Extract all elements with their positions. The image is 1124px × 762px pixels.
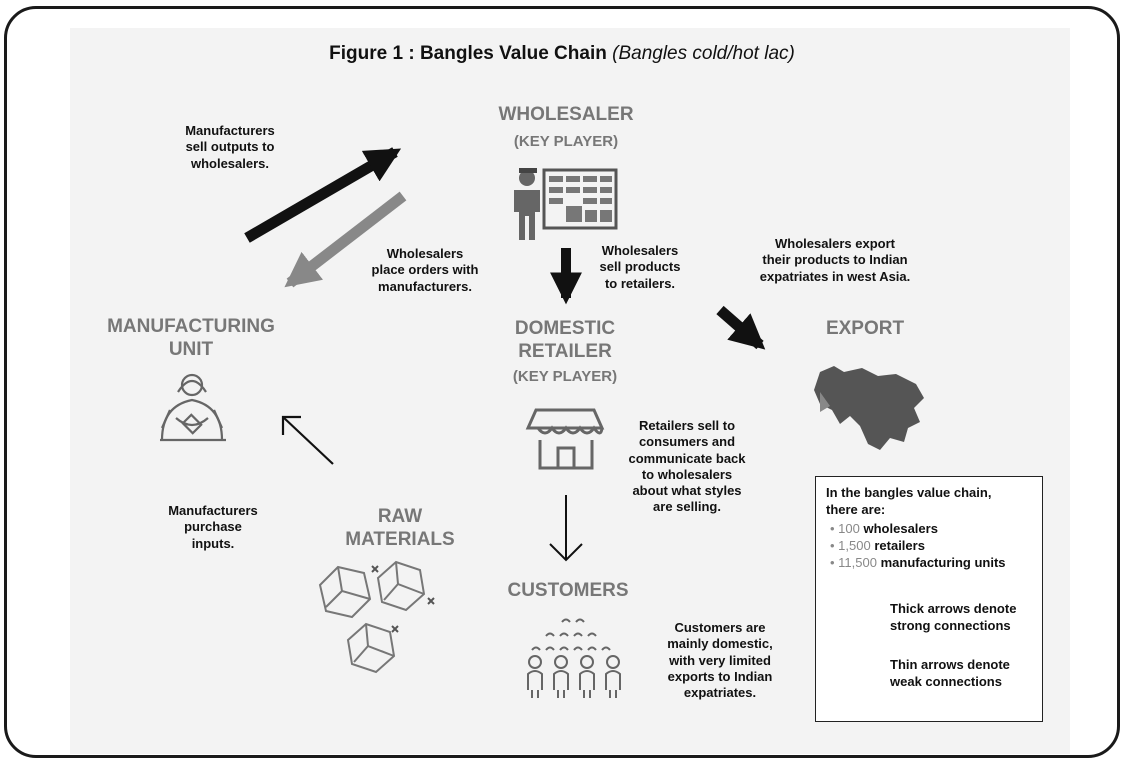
arrow-wholesaler-to-export [716,305,766,350]
note-line: inputs. [191,535,235,551]
legend-text-line: weak connections [890,673,1002,689]
legend-intro-line: there are: [826,501,886,517]
note-line: place orders with [371,262,479,278]
legend-intro: In the bangles value chain, there are: [826,485,1032,519]
lac-crystal-icon [318,560,435,674]
note-line: consumers and [638,434,736,450]
figure-title-sub: (Bangles cold/hot lac) [612,43,795,64]
note-line: Wholesalers [601,243,679,258]
note-line: wholesalers. [190,155,270,171]
note-line: Manufacturers [168,503,258,518]
note-wholesalers-sell: Wholesalers sell products to retailers. [585,243,695,292]
note-customers: Customers are mainly domestic, with very… [650,620,790,701]
shop-storefront-icon [525,408,605,470]
arrow-raw-to-mfg [281,415,334,465]
node-retailer-line2: RETAILER [518,340,612,362]
node-wholesaler-name: WHOLESALER [498,104,634,125]
node-wholesaler: WHOLESALER (KEY PLAYER) [476,104,656,151]
legend-text-line: Thin arrows denote [890,657,1010,672]
stat-number: 1,500 [838,537,871,553]
legend-thick-text: Thick arrows denote strong connections [890,601,1016,635]
node-retailer-tag: (KEY PLAYER) [512,367,618,385]
note-line: Manufacturers [185,123,275,138]
arrow-retailer-to-customers [549,495,583,562]
node-raw-materials: RAW MATERIALS [330,506,470,552]
west-asia-map-icon [814,366,924,450]
arrow-mfg-to-wholesaler [244,147,402,243]
note-line: purchase [184,519,242,535]
note-wholesalers-orders: Wholesalers place orders with manufactur… [350,246,500,295]
node-customers: CUSTOMERS [507,580,629,601]
customers-crowd-icon [527,618,621,698]
legend-text-line: strong connections [890,617,1011,633]
legend-thin-text: Thin arrows denote weak connections [890,657,1010,691]
node-export: EXPORT [825,318,905,339]
note-line: sell products [599,259,681,275]
note-line: with very limited [669,652,771,668]
legend-stat-retailers: • 1,500 retailers [830,537,925,553]
figure-title-main: Figure 1 : Bangles Value Chain [329,43,607,64]
note-line: their products to Indian [762,252,908,268]
legend-stat-manufacturing: • 11,500 manufacturing units [830,554,1006,570]
arrow-wholesaler-to-mfg [284,191,407,288]
node-wholesaler-tag: (KEY PLAYER) [513,132,619,150]
note-line: mainly domestic, [667,636,773,652]
note-manufacturers-purchase: Manufacturers purchase inputs. [148,503,278,552]
legend-stat-wholesalers: • 100 wholesalers [830,520,938,536]
note-line: communicate back [628,450,746,466]
stat-number: 11,500 [838,554,877,570]
note-line: to retailers. [604,275,676,291]
note-line: are selling. [653,499,721,515]
legend-thick-row: Thick arrows denote strong connections [826,601,1016,635]
stat-label: wholesalers [863,520,938,536]
stat-number: 100 [838,520,860,536]
node-manufacturing-line1: MANUFACTURING [107,316,275,337]
note-line: exports to Indian [667,668,773,684]
note-line: about what styles [632,483,742,498]
legend-text-line: Thick arrows denote [890,601,1017,616]
note-retailers-sell: Retailers sell to consumers and communic… [612,418,762,516]
wholesaler-warehouse-icon [514,168,618,240]
manufacturing-worker-icon [160,373,226,442]
node-raw-line2: MATERIALS [345,528,455,550]
note-wholesalers-export: Wholesalers export their products to Ind… [735,236,935,285]
note-line: Wholesalers [386,246,464,261]
legend-thin-row: Thin arrows denote weak connections [826,657,1010,691]
node-retailer-line1: DOMESTIC [514,318,616,339]
stat-label: manufacturing units [880,554,1006,570]
note-line: manufacturers. [378,278,472,294]
note-manufacturers-sell: Manufacturers sell outputs to wholesaler… [160,123,300,172]
legend-intro-line: In the bangles value chain, [826,485,992,500]
figure-title: Figure 1 : Bangles Value Chain (Bangles … [0,43,1124,65]
node-domestic-retailer: DOMESTIC RETAILER (KEY PLAYER) [490,318,640,386]
note-line: Retailers sell to [638,418,736,433]
note-line: to wholesalers [641,466,733,482]
note-line: sell outputs to [185,139,275,155]
note-line: Customers are [674,620,766,635]
note-line: expatriates in west Asia. [759,268,911,284]
note-line: expatriates. [683,685,757,700]
node-manufacturing-unit: MANUFACTURING UNIT [86,316,296,362]
stat-label: retailers [874,537,925,553]
legend-box: In the bangles value chain, there are: •… [815,476,1043,722]
note-line: Wholesalers export [775,236,895,251]
node-raw-line1: RAW [377,506,423,527]
node-manufacturing-line2: UNIT [168,338,214,360]
